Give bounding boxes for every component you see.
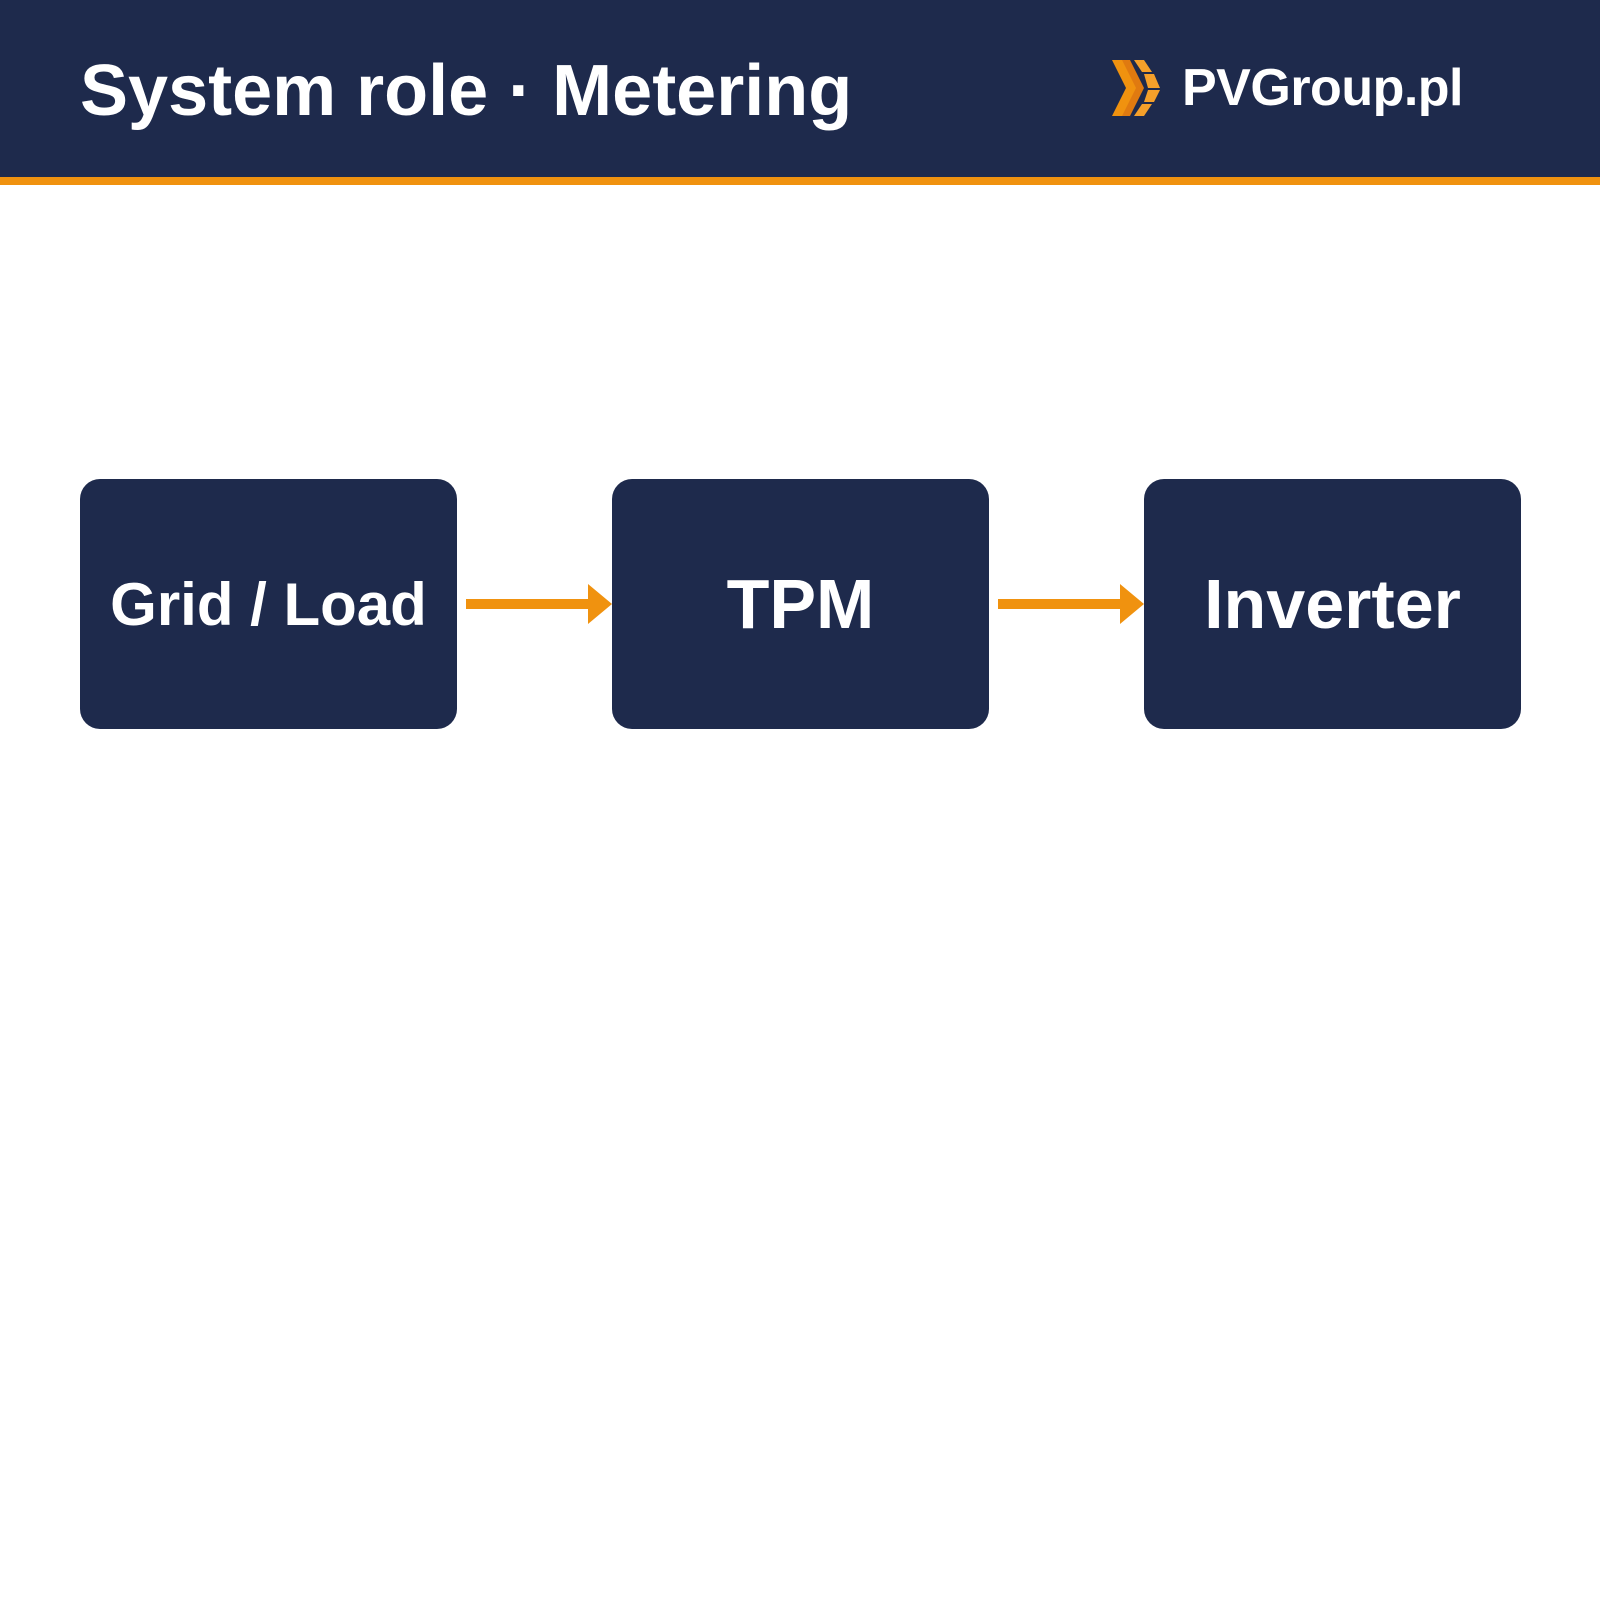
- node-label: Inverter: [1204, 565, 1461, 643]
- node-tpm: TPM: [612, 479, 989, 729]
- arrow-grid-to-tpm: [466, 584, 612, 624]
- node-label: Grid / Load: [110, 570, 427, 638]
- node-inverter: Inverter: [1144, 479, 1521, 729]
- page-title: System role · Metering: [80, 51, 853, 131]
- node-grid-load: Grid / Load: [80, 479, 457, 729]
- logo-text: PVGroup.pl: [1182, 59, 1464, 117]
- node-label: TPM: [726, 565, 875, 643]
- header-bar: System role · Metering PVGroup.pl: [0, 0, 1600, 177]
- brand-logo: PVGroup.pl: [1112, 58, 1464, 118]
- arrow-tpm-to-inverter: [998, 584, 1144, 624]
- header-accent-rule: [0, 177, 1600, 185]
- pvgroup-logo-icon: [1112, 60, 1160, 116]
